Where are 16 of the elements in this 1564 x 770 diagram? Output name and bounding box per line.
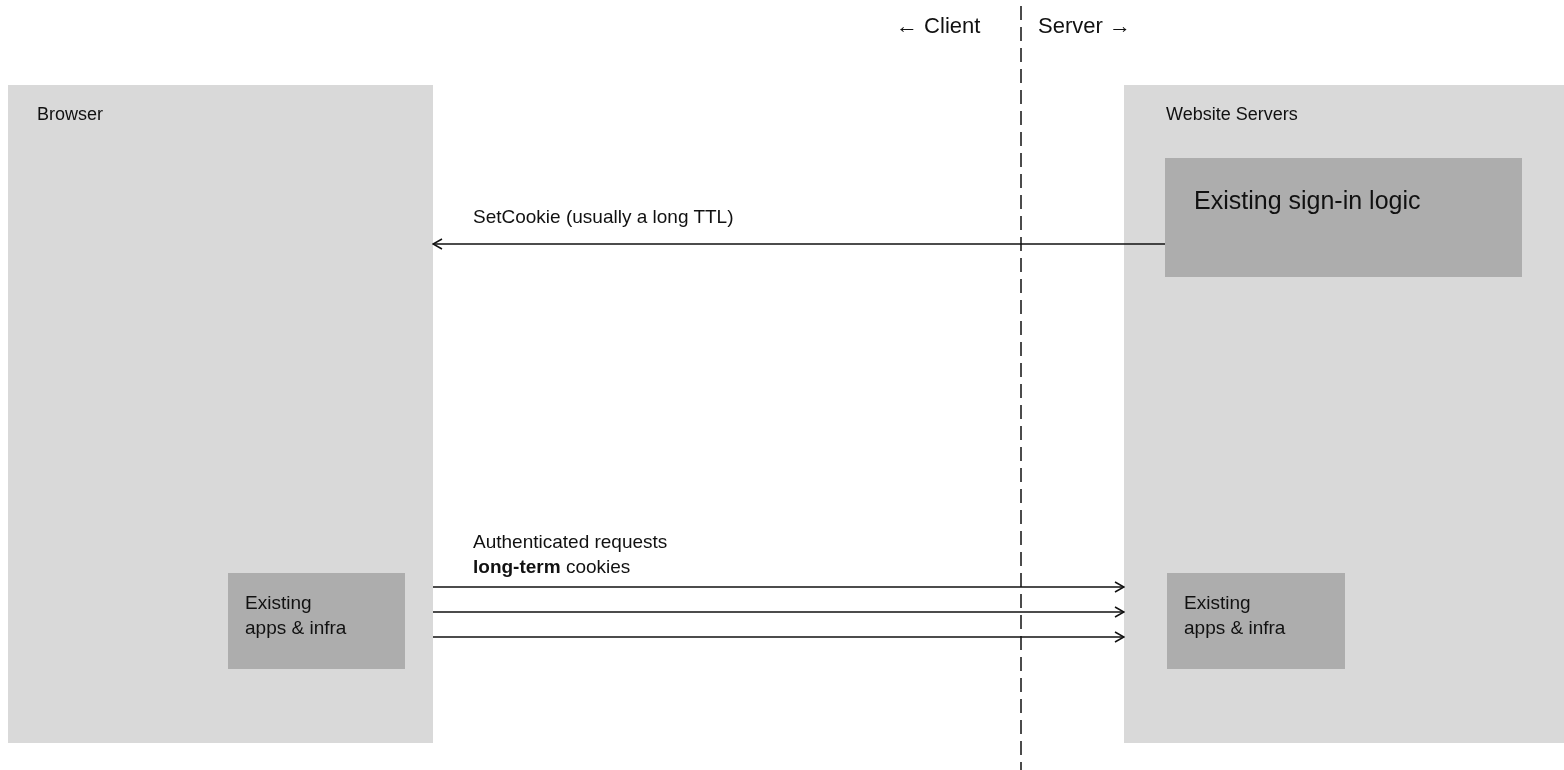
arrow bbox=[432, 606, 1125, 618]
side-label: Server → bbox=[1038, 13, 1131, 39]
container-panel bbox=[1124, 85, 1564, 743]
box-label: Existing apps & infra bbox=[245, 591, 348, 640]
component-box bbox=[1165, 158, 1522, 277]
arrow bbox=[432, 631, 1125, 643]
box-label: Existing apps & infra bbox=[1184, 591, 1287, 640]
container-panel bbox=[8, 85, 433, 743]
panel-title: Website Servers bbox=[1166, 103, 1298, 126]
component-box bbox=[228, 573, 405, 669]
component-box bbox=[1167, 573, 1345, 669]
box-label: Existing sign-in logic bbox=[1194, 185, 1421, 216]
arrow bbox=[432, 238, 1166, 250]
side-label: ← Client bbox=[896, 13, 981, 39]
arrow bbox=[432, 581, 1125, 593]
panel-title: Browser bbox=[37, 103, 103, 126]
